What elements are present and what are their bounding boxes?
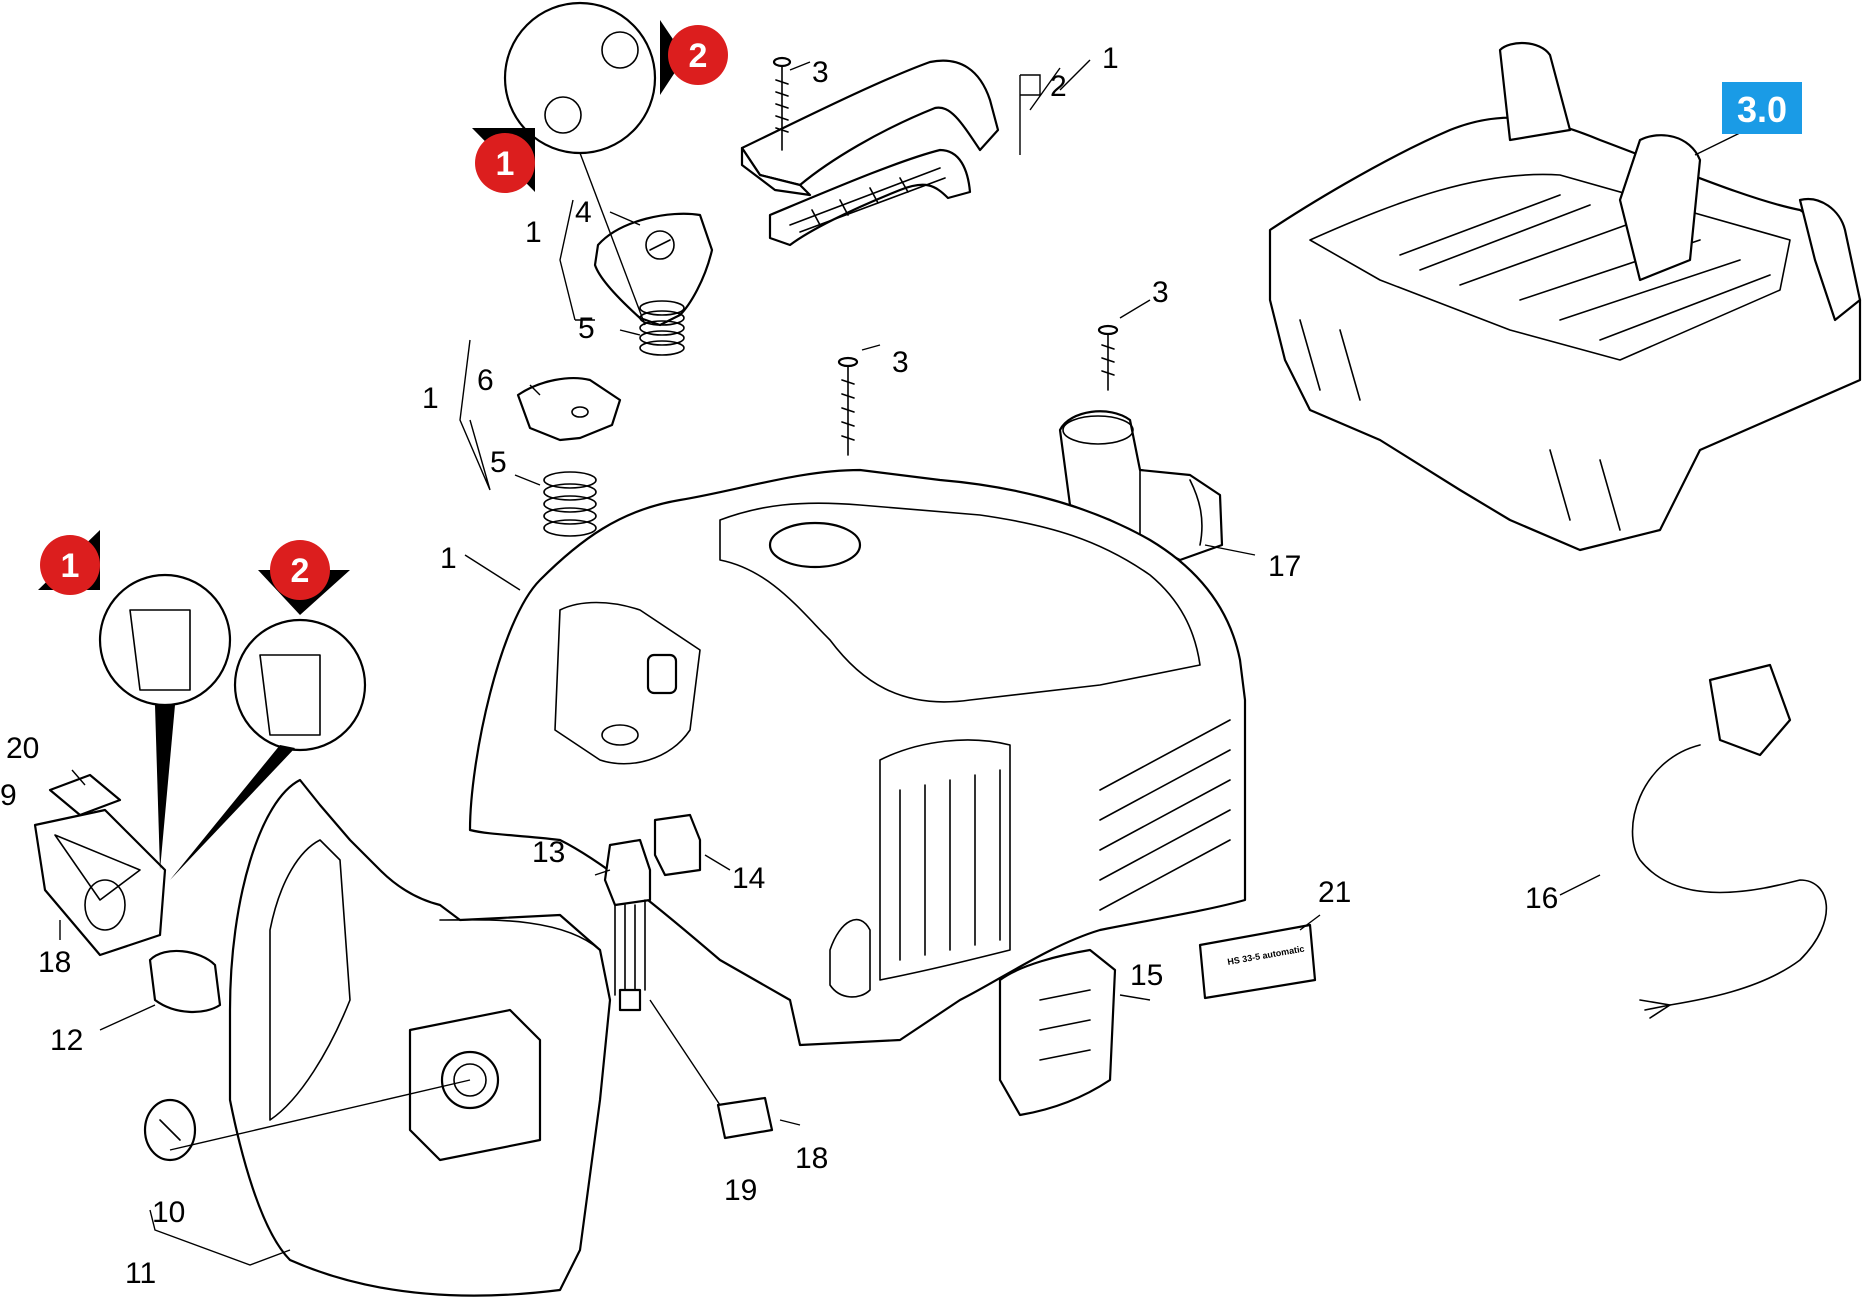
callout-16: 16 <box>1525 882 1558 915</box>
detail-pointer-2 <box>170 745 295 880</box>
marker-1-top: 1 <box>472 128 535 193</box>
callout-17: 17 <box>1268 550 1301 583</box>
callout-9: 9 <box>0 779 17 812</box>
plate-part-19 <box>716 1096 774 1140</box>
marker-2-top: 2 <box>660 20 728 95</box>
main-housing <box>468 468 1247 1047</box>
cover-part-15 <box>998 948 1117 1117</box>
carry-handle <box>740 59 1000 247</box>
callout-4: 4 <box>575 196 592 229</box>
marker-2-left-number: 2 <box>291 552 310 590</box>
marker-1-left: 1 <box>38 530 100 595</box>
cover-part-20 <box>48 773 122 817</box>
callout-3: 3 <box>892 346 909 379</box>
spring-part-5-upper <box>639 300 685 356</box>
callout-21: 21 <box>1318 876 1351 909</box>
callout-1: 1 <box>1102 42 1119 75</box>
knob-part-10 <box>143 1098 197 1162</box>
connector-part-13 <box>603 838 652 1012</box>
detail-circle-top <box>503 1 657 326</box>
callout-5: 5 <box>578 312 595 345</box>
callout-15: 15 <box>1130 959 1163 992</box>
screw-part-3-right <box>1097 324 1119 391</box>
screw-part-3-middle <box>837 356 859 456</box>
callout-1: 1 <box>525 216 542 249</box>
label-part-21: HS 33-5 automatic <box>1198 923 1317 1000</box>
callout-3: 3 <box>1152 276 1169 309</box>
cap-part-4 <box>593 212 714 327</box>
connector-part-14 <box>653 813 702 877</box>
marker-1-top-number: 1 <box>496 145 515 183</box>
marker-2-top-number: 2 <box>689 37 708 75</box>
callout-13: 13 <box>532 836 565 869</box>
callout-6: 6 <box>477 364 494 397</box>
callout-12: 12 <box>50 1024 83 1057</box>
callout-5: 5 <box>490 446 507 479</box>
callout-11: 11 <box>125 1257 156 1290</box>
switch-part-12 <box>148 949 222 1014</box>
callout-1: 1 <box>422 382 439 415</box>
callout-19: 19 <box>724 1174 757 1207</box>
marker-1-left-number: 1 <box>61 547 80 585</box>
callout-18: 18 <box>795 1142 828 1175</box>
callout-20: 20 <box>6 732 39 765</box>
callout-labels: 1 2 3 4 1 5 1 6 5 1 3 3 17 20 9 18 12 10… <box>0 42 1558 1290</box>
marker-2-left: 2 <box>258 540 350 615</box>
leader-lines <box>59 59 1751 1266</box>
detail-circle-left-1 <box>98 573 232 870</box>
hose-holder-part-17 <box>1058 410 1224 562</box>
top-tray-assembly <box>1268 42 1862 552</box>
callout-10: 10 <box>152 1196 185 1229</box>
power-cord-part-16 <box>1631 663 1828 1019</box>
callout-14: 14 <box>732 862 765 895</box>
screw-part-3-top <box>772 56 792 151</box>
version-badge-text: 3.0 <box>1737 89 1787 130</box>
version-badge: 3.0 <box>1722 82 1802 134</box>
callout-18: 18 <box>38 946 71 979</box>
detail-circle-left-2 <box>170 618 367 880</box>
spring-part-5-lower <box>543 471 597 537</box>
callout-3: 3 <box>812 56 829 89</box>
socket-part-9 <box>33 808 167 957</box>
callout-2: 2 <box>1050 70 1067 103</box>
detail-pointer-1 <box>155 705 175 870</box>
callout-1: 1 <box>440 542 457 575</box>
